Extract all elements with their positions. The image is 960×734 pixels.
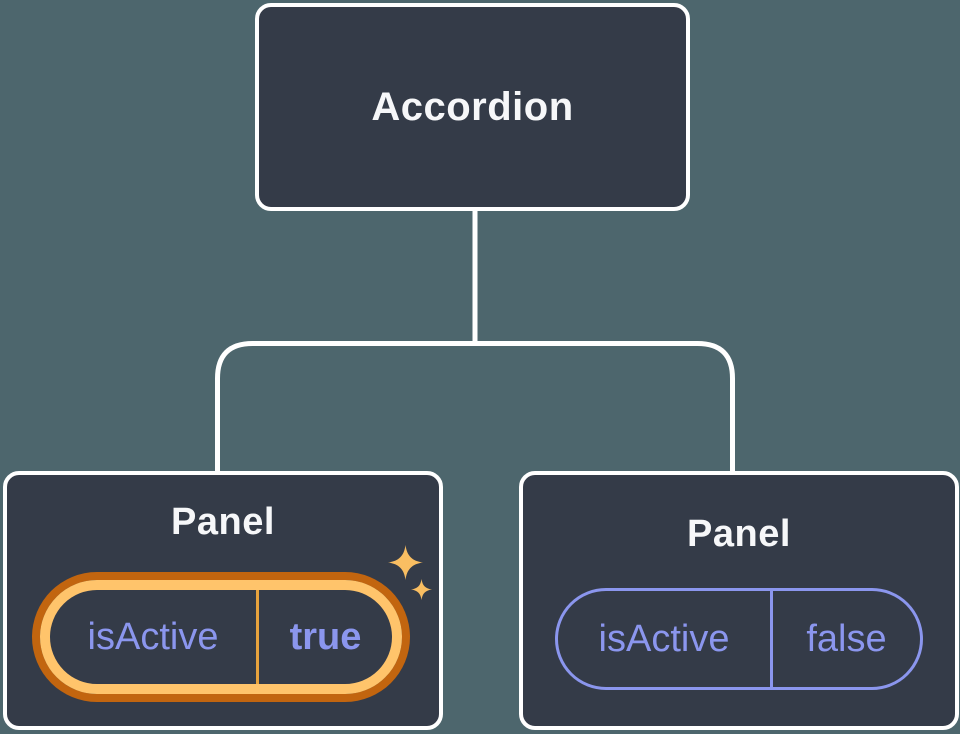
component-node-accordion: Accordion [255,3,690,211]
component-node-panel-inactive: Panel isActive false [519,471,959,730]
sparkle-icon [411,579,432,600]
state-value-label: false [806,617,887,660]
pill-divider [770,591,773,687]
pill-divider [256,590,259,684]
state-value-cell: false [773,591,920,687]
node-label-accordion: Accordion [371,84,574,129]
state-name-cell: isActive [50,590,256,684]
state-name-cell: isActive [558,591,770,687]
state-name-label: isActive [598,617,730,660]
state-value-label: true [289,615,362,658]
state-name-label: isActive [87,615,219,658]
state-pill-inactive: isActive false [555,588,923,690]
state-value-cell: true [259,590,392,684]
connector-branch-bracket [215,341,735,471]
node-label-panel-inactive: Panel [687,513,791,555]
sparkle-icon [388,545,423,580]
component-node-panel-active: Panel isActive true [3,471,443,730]
node-label-panel-active: Panel [171,501,275,543]
state-pill-active: isActive true [40,580,402,694]
